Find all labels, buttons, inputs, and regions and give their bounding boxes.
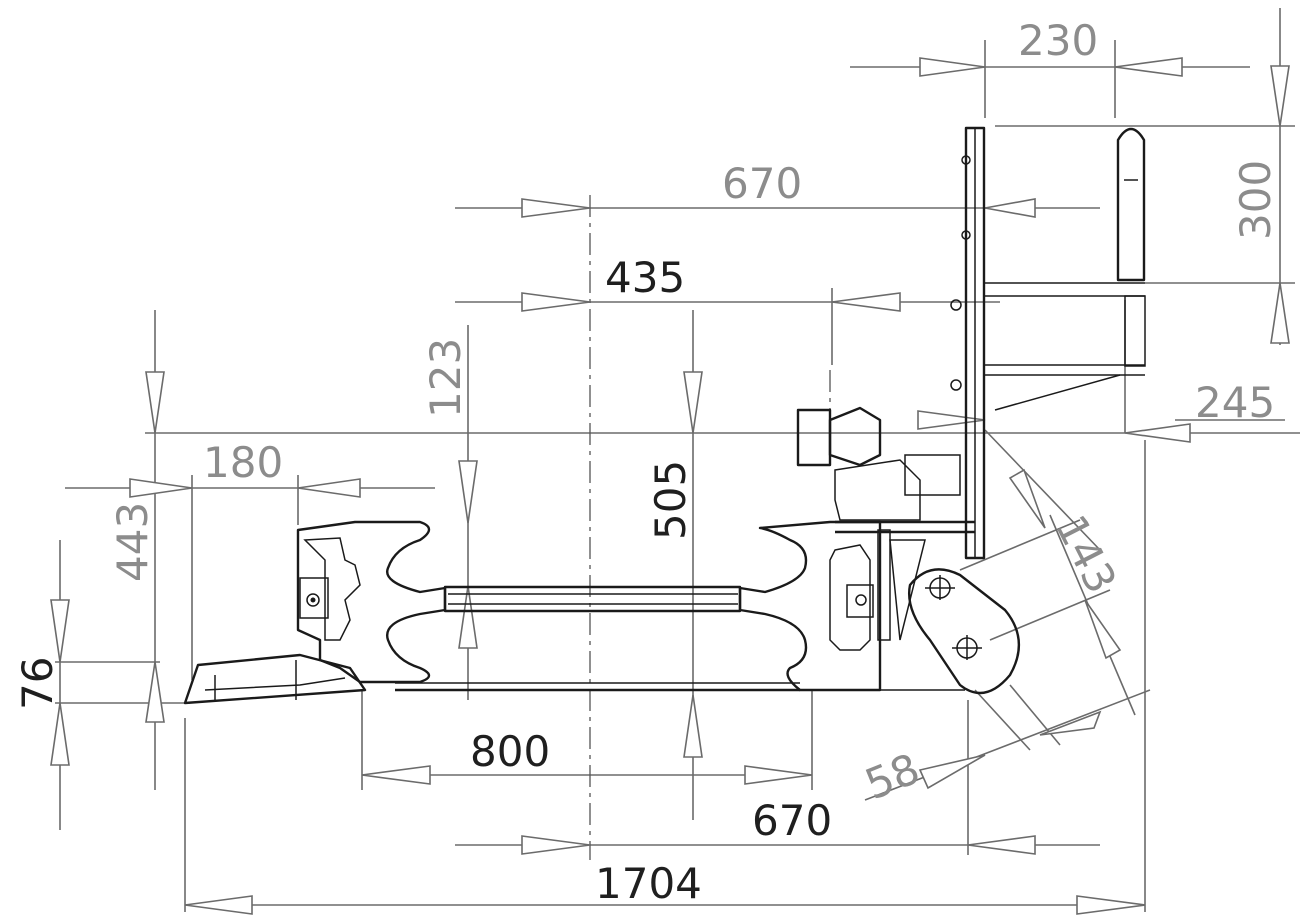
dim-230: 230	[1018, 16, 1098, 65]
dim-443: 443	[108, 502, 157, 582]
dim-76: 76	[13, 657, 62, 710]
dim-670-bottom: 670	[752, 796, 832, 845]
dim-143: 143	[1046, 507, 1126, 601]
dim-123: 123	[421, 338, 470, 418]
dim-300: 300	[1231, 160, 1280, 240]
dim-180: 180	[203, 438, 283, 487]
dimension-lines	[55, 8, 1300, 912]
dimension-arrows	[50, 57, 1290, 915]
dim-435: 435	[605, 253, 685, 302]
dim-505: 505	[646, 460, 695, 540]
dim-245: 245	[1195, 378, 1275, 427]
dim-670-top: 670	[722, 159, 802, 208]
dimension-labels: 230 300 670 435 123 505 245 180 443 143 …	[13, 16, 1280, 908]
part-outline	[183, 126, 1146, 705]
dim-800: 800	[470, 727, 550, 776]
dim-1704: 1704	[595, 859, 702, 908]
